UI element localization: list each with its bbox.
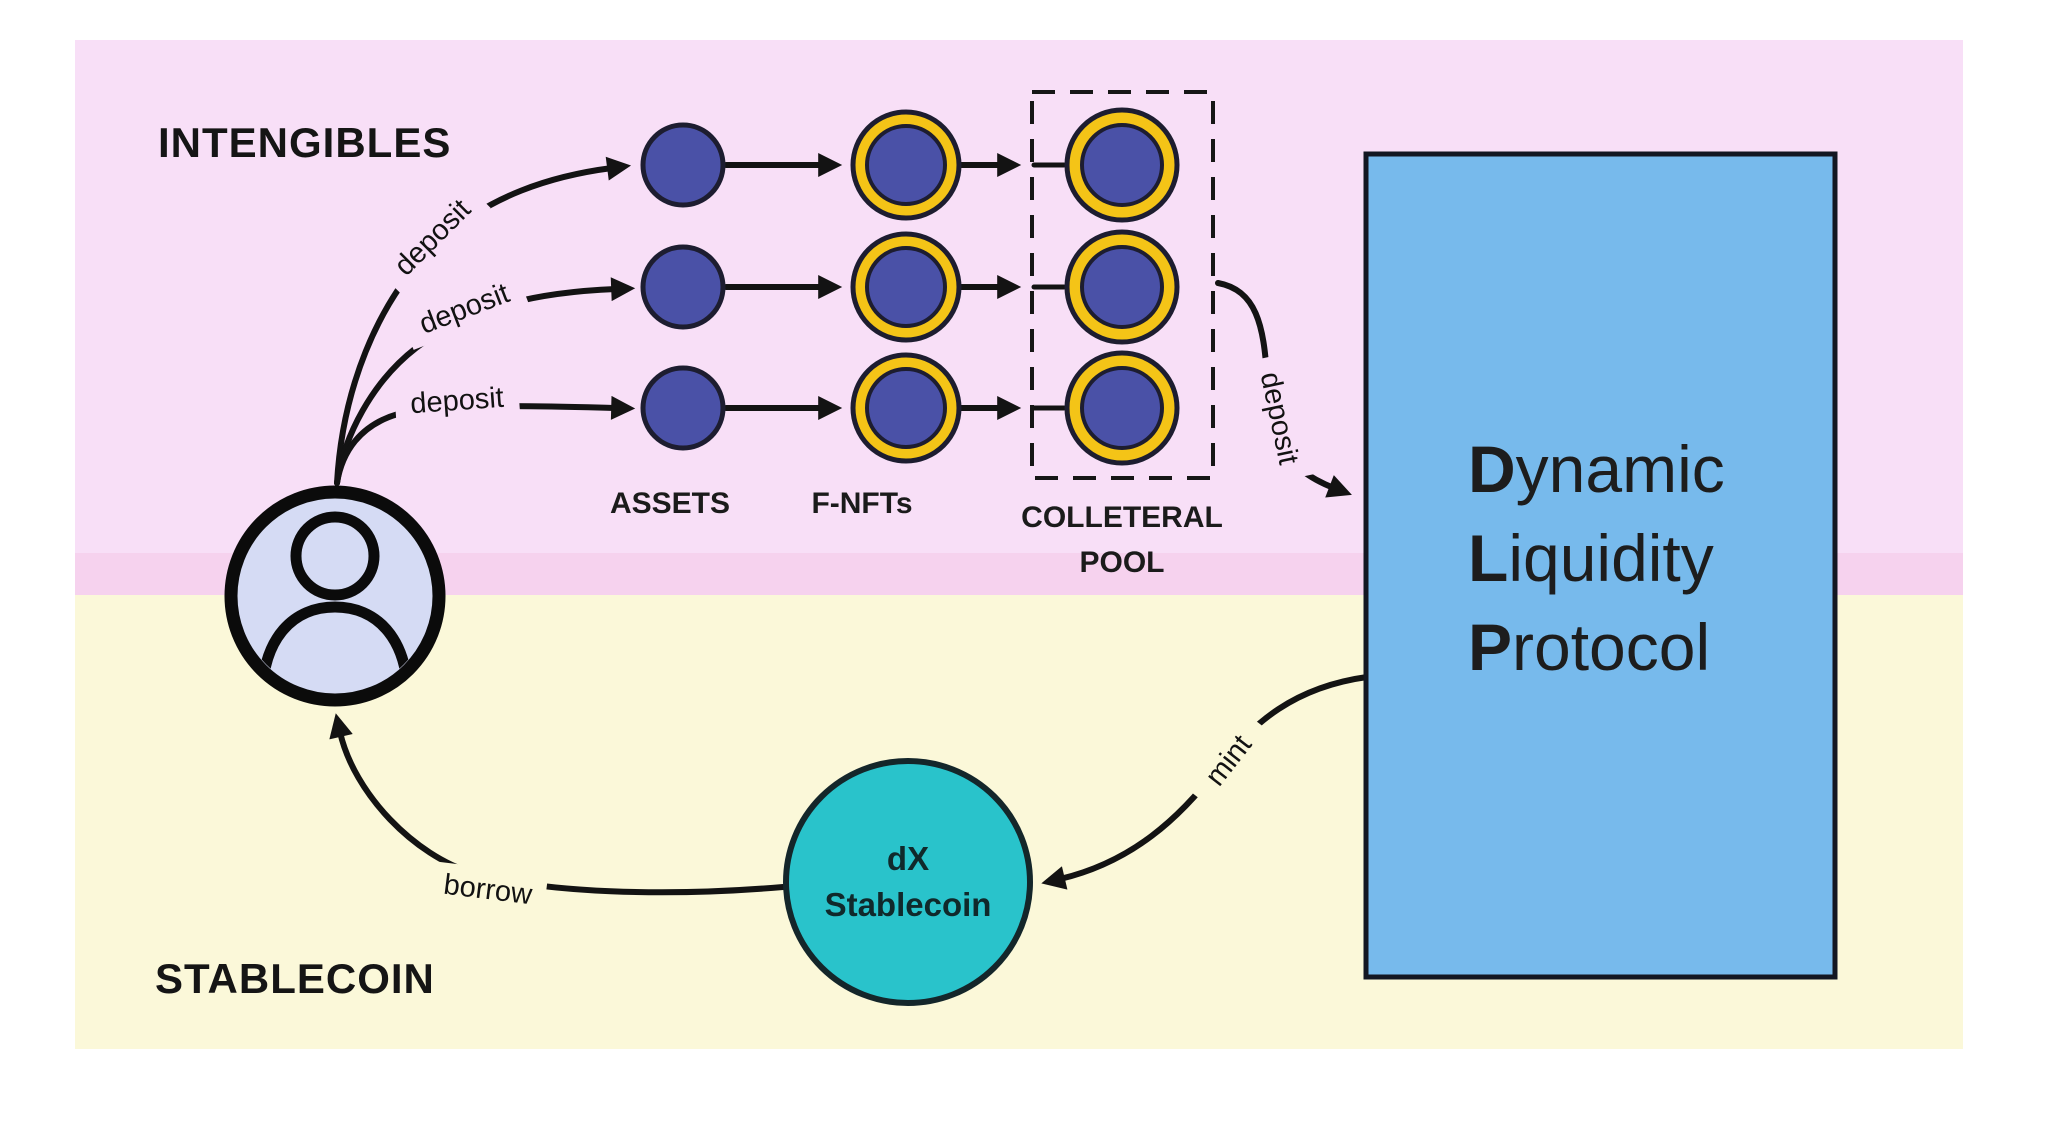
fnft-core-2 [865, 246, 947, 328]
dlp-line2-rest: iquidity [1508, 521, 1713, 595]
collateral-pool [1030, 90, 1215, 480]
stablecoin-token-line1: dX [887, 840, 929, 877]
intangibles-heading: INTENGIBLES [158, 119, 451, 166]
dlp-line1-initial: D [1468, 432, 1516, 506]
dlp-node: Dynamic Liquidity Protocol [1363, 151, 1838, 980]
dlp-box [1363, 151, 1838, 980]
collateral-pool-label-line2: POOL [1079, 546, 1164, 579]
dlp-line: Protocol [1468, 610, 1710, 684]
asset-node-1 [640, 122, 726, 208]
pool-core-3 [1080, 366, 1164, 450]
deposit-pool-label-mask [1246, 352, 1314, 484]
asset-node-2 [640, 244, 726, 330]
collateral-pool-box [1030, 90, 1215, 480]
fnft-node-3 [850, 352, 962, 464]
deposit-label-3-text: deposit [409, 382, 505, 420]
borrow-label: borrow [427, 861, 549, 917]
collateral-pool-label-line1: COLLETERAL [1021, 501, 1223, 534]
fnft-nodes [850, 109, 962, 464]
deposit-label-3-mask [393, 374, 521, 426]
dlp-line: Dynamic [1468, 432, 1725, 506]
stablecoin-token-node: dX Stablecoin [783, 758, 1033, 1006]
fnft-node-2 [850, 231, 962, 343]
pool-node-2 [1064, 229, 1180, 345]
asset-nodes [640, 122, 726, 451]
stablecoin-heading: STABLECOIN [155, 955, 435, 1002]
stablecoin-token-line2: Stablecoin [825, 886, 992, 923]
fnfts-label: F-NFTs [811, 487, 912, 520]
dlp-line3-rest: rotocol [1512, 610, 1710, 684]
person-head-shape [290, 511, 380, 601]
dlp-line2-initial: L [1468, 521, 1508, 595]
dlp-line: Liquidity [1468, 521, 1714, 595]
fnft-core-1 [865, 124, 947, 206]
deposit-label-2-mask [398, 266, 530, 350]
arrows-assets-to-fnfts [723, 153, 843, 420]
pool-core-2 [1080, 245, 1164, 329]
mint-label-mask [1181, 709, 1275, 811]
pool-node-1 [1064, 107, 1180, 223]
dlp-line3-initial: P [1468, 610, 1512, 684]
stablecoin-token-circle [783, 758, 1033, 1006]
deposit-label-1-mask [373, 178, 491, 296]
fnft-core-3 [865, 367, 947, 449]
deposit-pool-label: deposit [1246, 352, 1314, 484]
deposit-label-3: deposit [393, 374, 521, 426]
borrow-label-mask [427, 861, 549, 917]
assets-label: ASSETS [610, 487, 730, 520]
pool-node-3 [1064, 350, 1180, 466]
arrows-fnfts-to-pool [958, 153, 1067, 420]
dlp-line1-rest: ynamic [1516, 432, 1725, 506]
pool-core-1 [1080, 123, 1164, 207]
user-avatar [224, 485, 446, 707]
fnft-node-1 [850, 109, 962, 221]
asset-node-3 [640, 365, 726, 451]
